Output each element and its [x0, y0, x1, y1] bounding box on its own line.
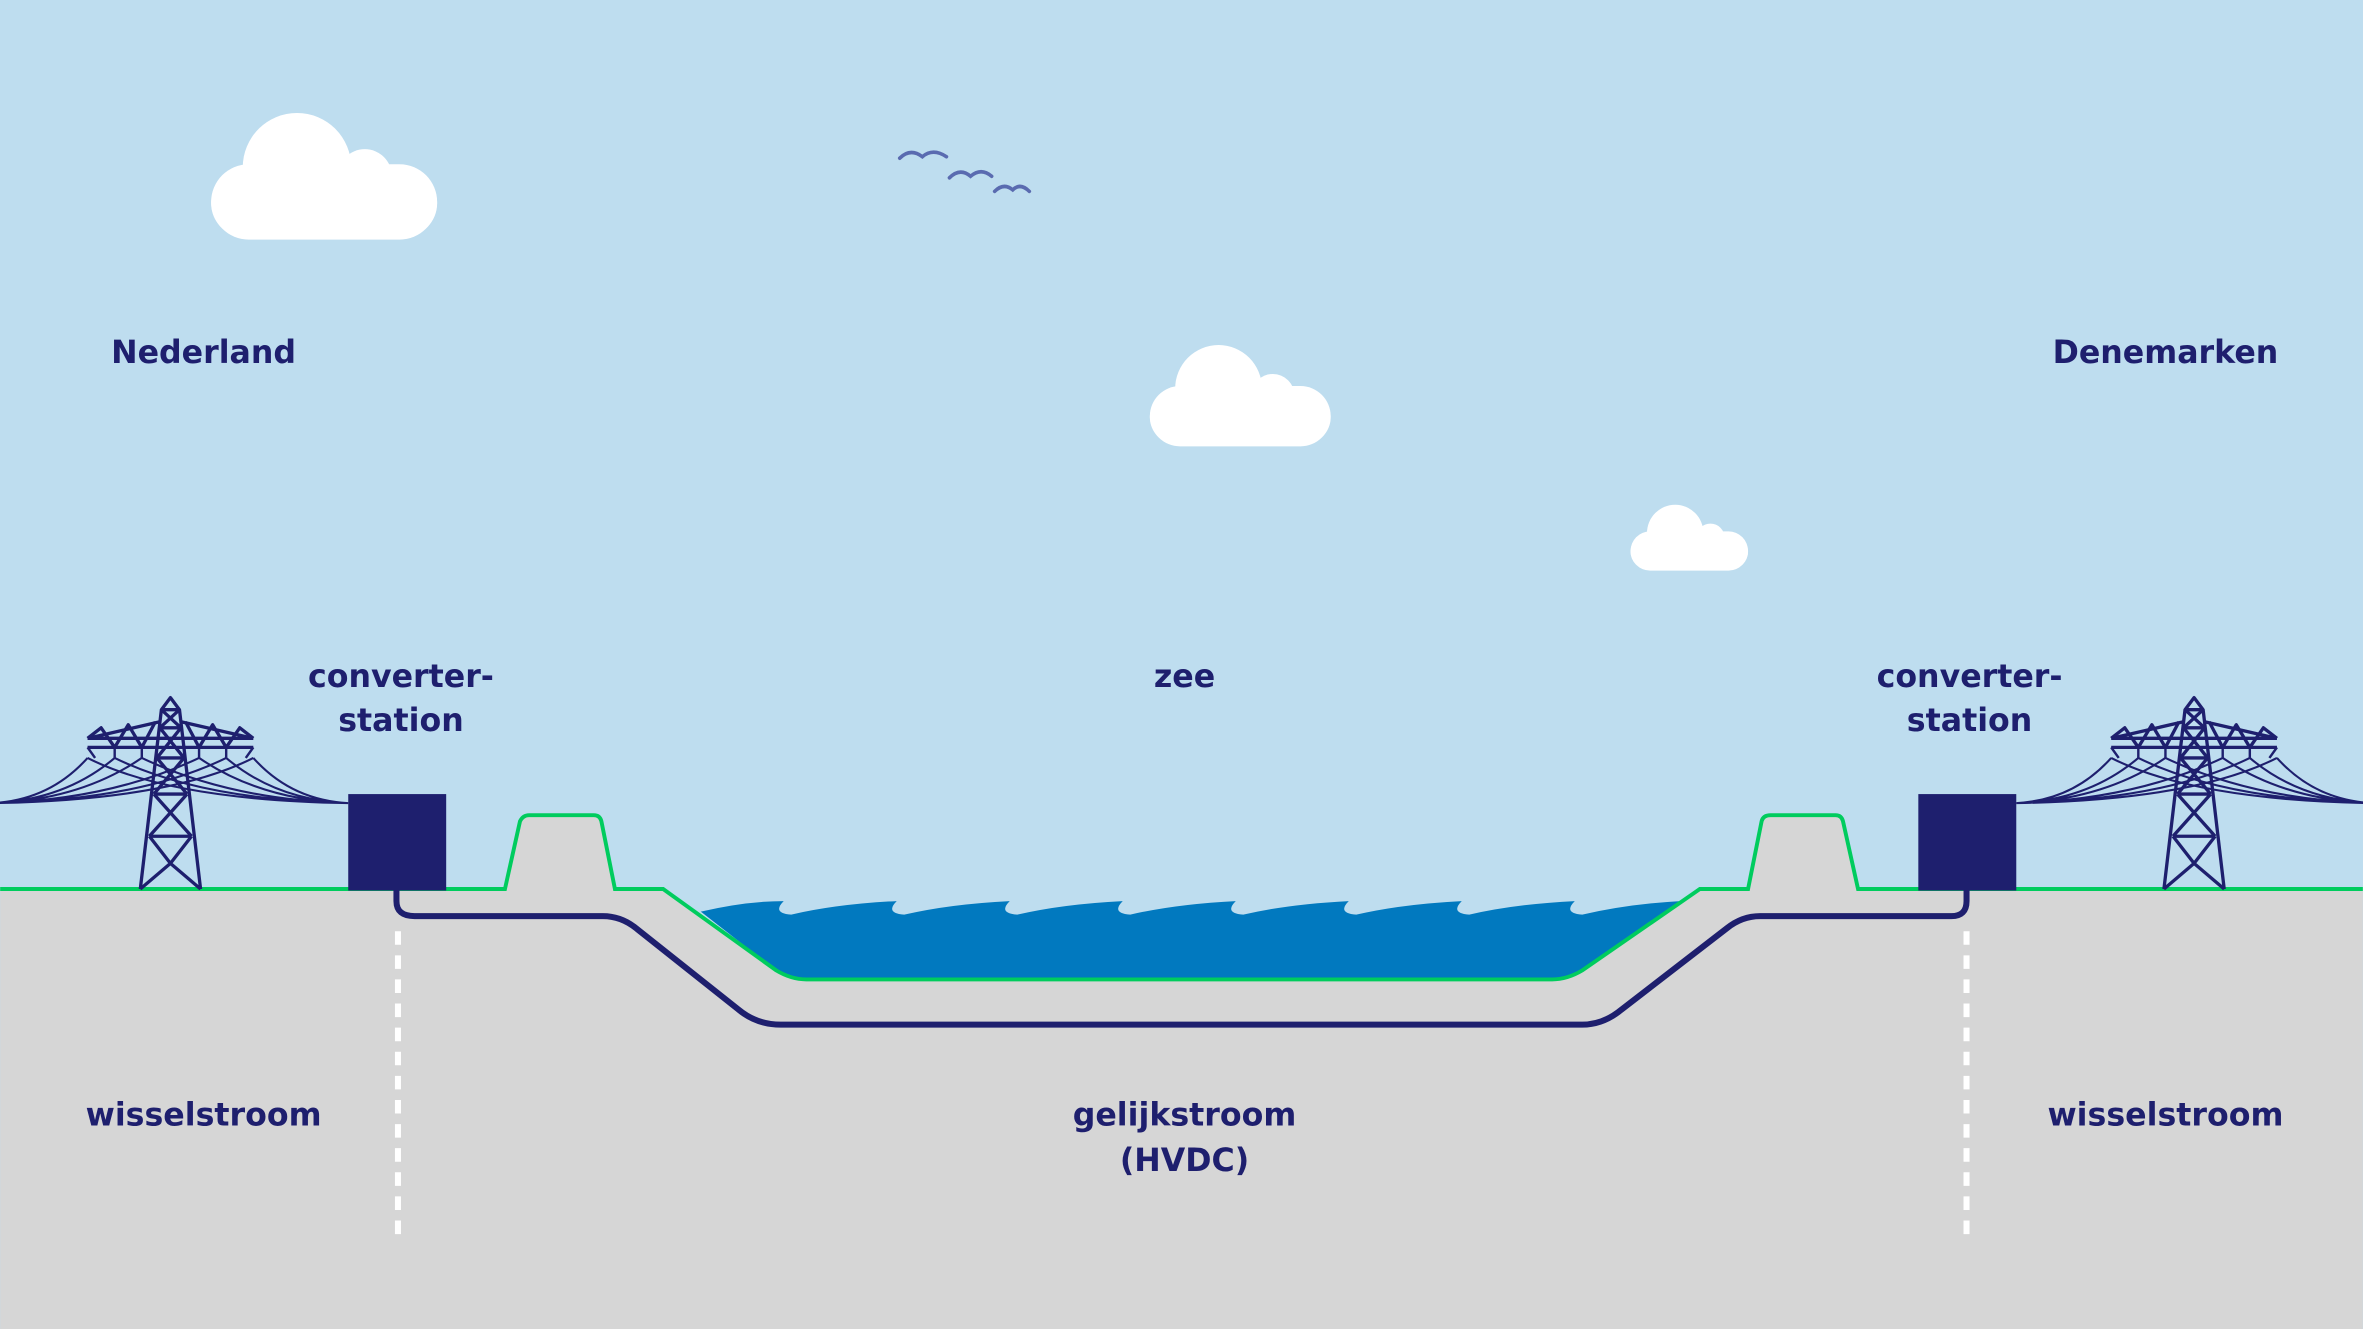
converter-station-right [1918, 794, 2017, 891]
hvdc-cable [393, 889, 1970, 1028]
label-hvdc-1: gelijkstroom [1073, 1098, 1297, 1134]
birds-icon [897, 150, 1032, 194]
label-left-current: wisselstroom [86, 1098, 322, 1134]
sea-water [700, 901, 1681, 980]
land [0, 815, 2363, 1329]
label-left-station-2: station [338, 703, 463, 739]
label-right-station-2: station [1907, 703, 2032, 739]
converter-station-left [348, 794, 447, 891]
label-denemarken: Denemarken [2053, 335, 2279, 371]
label-zee: zee [1154, 659, 1215, 695]
label-right-station-1: converter- [1877, 659, 2063, 695]
ground-line [0, 813, 2363, 982]
label-left-station-1: converter- [308, 659, 494, 695]
label-right-current: wisselstroom [2047, 1098, 2283, 1134]
label-nederland: Nederland [111, 335, 296, 371]
label-hvdc-2: (HVDC) [1120, 1143, 1249, 1179]
